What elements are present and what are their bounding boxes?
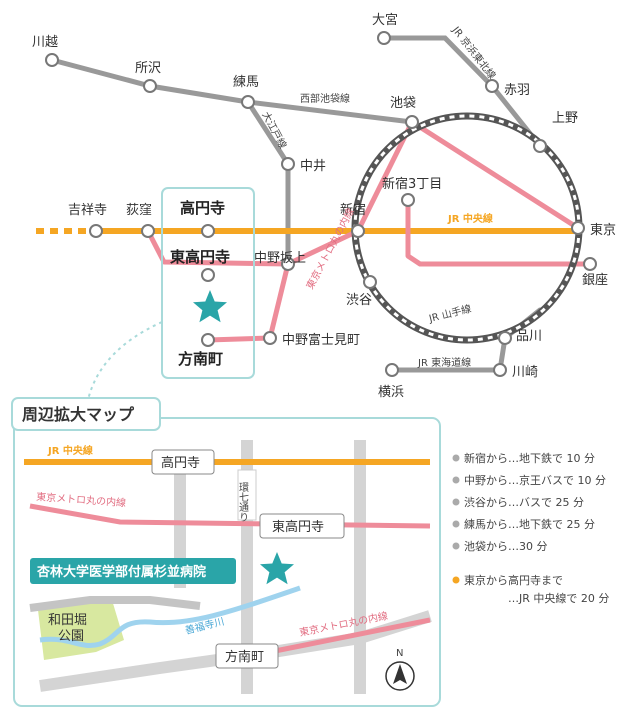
- enlarged-station-koenji: 高円寺: [161, 455, 200, 471]
- station-label-higashikoenji: 東高円寺: [170, 248, 230, 266]
- station-marker-akabane[interactable]: [485, 79, 499, 93]
- station-label-kichijoji: 吉祥寺: [68, 203, 107, 218]
- legend-bullet: [452, 454, 460, 462]
- hospital-label-box[interactable]: [30, 558, 236, 584]
- station-marker-kichijoji[interactable]: [89, 224, 103, 238]
- line-label-yamanote: JR 山手線: [427, 302, 473, 325]
- station-label-akabane: 赤羽: [504, 83, 530, 98]
- legend-item: 池袋から…30 分: [464, 539, 548, 553]
- station-marker-ogikubo[interactable]: [141, 224, 155, 238]
- station-marker-ikebukuro[interactable]: [405, 115, 419, 129]
- station-label-nerima: 練馬: [233, 75, 259, 90]
- legend-item: 練馬から…地下鉄で 25 分: [464, 517, 595, 531]
- enlarged-marunouchi-line-bottom: [269, 617, 431, 655]
- station-label-yokohama: 横浜: [378, 385, 404, 400]
- station-label-omiya: 大宮: [372, 12, 398, 28]
- station-marker-tokyo[interactable]: [571, 221, 585, 235]
- legend-bullet: [452, 476, 460, 484]
- enlarged-station-higashikoenji-box[interactable]: [259, 513, 345, 539]
- enlarged-map-title: 周辺拡大マップ: [22, 405, 135, 424]
- station-marker-kawasaki[interactable]: [493, 363, 507, 377]
- legend-note-bullet: [452, 576, 460, 584]
- station-marker-tokorozawa[interactable]: [143, 79, 157, 93]
- line-label-marunouchi: 東京メトロ丸の内線: [303, 206, 357, 292]
- station-label-ogikubo: 荻窪: [126, 202, 152, 218]
- station-marker-shinjuku3[interactable]: [401, 193, 415, 207]
- station-marker-yokohama[interactable]: [385, 363, 399, 377]
- hospital-label: 杏林大学医学部付属杉並病院: [37, 564, 206, 580]
- station-marker-shinjuku[interactable]: [351, 224, 365, 238]
- north-arrow-icon: [393, 664, 407, 684]
- station-marker-nakai[interactable]: [281, 157, 295, 171]
- station-label-koenji: 高円寺: [180, 199, 225, 217]
- station-label-ginza: 銀座: [582, 273, 608, 288]
- station-label-ueno: 上野: [552, 111, 578, 126]
- station-label-kawasaki: 川崎: [512, 365, 538, 380]
- legend-note-line1: 東京から高円寺まで: [464, 573, 563, 587]
- line-label-seibu: 西部池袋線: [300, 92, 350, 105]
- station-marker-nerima[interactable]: [241, 95, 255, 109]
- station-label-shinjuku: 新宿: [340, 202, 366, 218]
- legend-bullet: [452, 542, 460, 550]
- enlarged-station-koenji-box[interactable]: [151, 449, 215, 475]
- station-label-shinjuku3: 新宿3丁目: [382, 176, 442, 192]
- station-label-ikebukuro: 池袋: [390, 96, 416, 111]
- line-label-chuo: JR 中央線: [447, 212, 493, 225]
- zenpukuji-river: [39, 585, 301, 648]
- enlarged-station-honancho: 方南町: [225, 649, 264, 665]
- station-marker-ginza[interactable]: [583, 257, 597, 271]
- station-label-tokorozawa: 所沢: [135, 61, 161, 76]
- enlarged-station-higashikoenji: 東高円寺: [272, 519, 324, 535]
- station-label-shinagawa: 品川: [516, 329, 542, 344]
- legend-item: 新宿から…地下鉄で 10 分: [464, 451, 595, 465]
- station-label-honancho: 方南町: [178, 350, 223, 368]
- marunouchi-line-shinjuku3-ginza: [405, 200, 590, 267]
- park-label: 和田堀 公園: [48, 613, 91, 644]
- line-label-tokaido: JR 東海道線: [417, 356, 471, 369]
- station-marker-kawagoe[interactable]: [45, 53, 59, 67]
- station-label-nakanosakaue: 中野坂上: [254, 251, 306, 266]
- station-marker-shibuya[interactable]: [363, 275, 377, 289]
- station-label-tokyo: 東京: [590, 222, 616, 238]
- station-label-nakai: 中井: [300, 159, 326, 174]
- enlarged-map-title-box: [11, 397, 161, 431]
- enlarged-map: 周辺拡大マップ JR 中央線 東京メトロ丸の内線 東京メトロ丸の内線 善福寺川 …: [11, 397, 441, 707]
- enlarged-station-honancho-box[interactable]: [215, 643, 279, 669]
- legend-bullet: [452, 520, 460, 528]
- station-marker-higashikoenji[interactable]: [201, 268, 215, 282]
- road-kannana-label: 環七通り: [237, 482, 249, 522]
- station-marker-omiya[interactable]: [377, 31, 391, 45]
- station-label-kawagoe: 川越: [32, 35, 58, 50]
- station-label-nakanofujimicho: 中野富士見町: [282, 332, 360, 348]
- legend-note-line2: …JR 中央線で 20 分: [508, 591, 609, 605]
- seibu-ikebukuro-line: [49, 57, 415, 125]
- route-map: 大宮 川越 所沢 練馬 赤羽 池袋 上野 中井 新宿3丁目 吉祥寺 荻窪 高円寺…: [32, 12, 616, 401]
- station-marker-nakanofujimicho[interactable]: [263, 331, 277, 345]
- enlarged-jr-chuo-label: JR 中央線: [47, 444, 93, 457]
- road-park-edge: [29, 596, 201, 612]
- legend-item: 中野から…京王バスで 10 分: [464, 473, 606, 487]
- station-markers: [45, 31, 597, 377]
- station-marker-koenji[interactable]: [201, 224, 215, 238]
- legend-bullet: [452, 498, 460, 506]
- station-marker-shinagawa[interactable]: [498, 331, 512, 345]
- zoom-connector: [87, 321, 163, 401]
- koenji-area-frame: [161, 187, 255, 379]
- station-label-shibuya: 渋谷: [346, 293, 372, 308]
- enlarged-hospital-star-icon: [260, 552, 294, 585]
- station-marker-nakanosakaue[interactable]: [281, 257, 295, 271]
- road-kannana-label-box: [237, 469, 257, 521]
- station-marker-honancho[interactable]: [201, 333, 215, 347]
- north-label: N: [396, 648, 403, 659]
- station-marker-ueno[interactable]: [533, 139, 547, 153]
- legend-item: 渋谷から…バスで 25 分: [464, 496, 584, 509]
- hospital-star-icon: [193, 290, 227, 323]
- keihin-tohoku-line: [381, 35, 543, 149]
